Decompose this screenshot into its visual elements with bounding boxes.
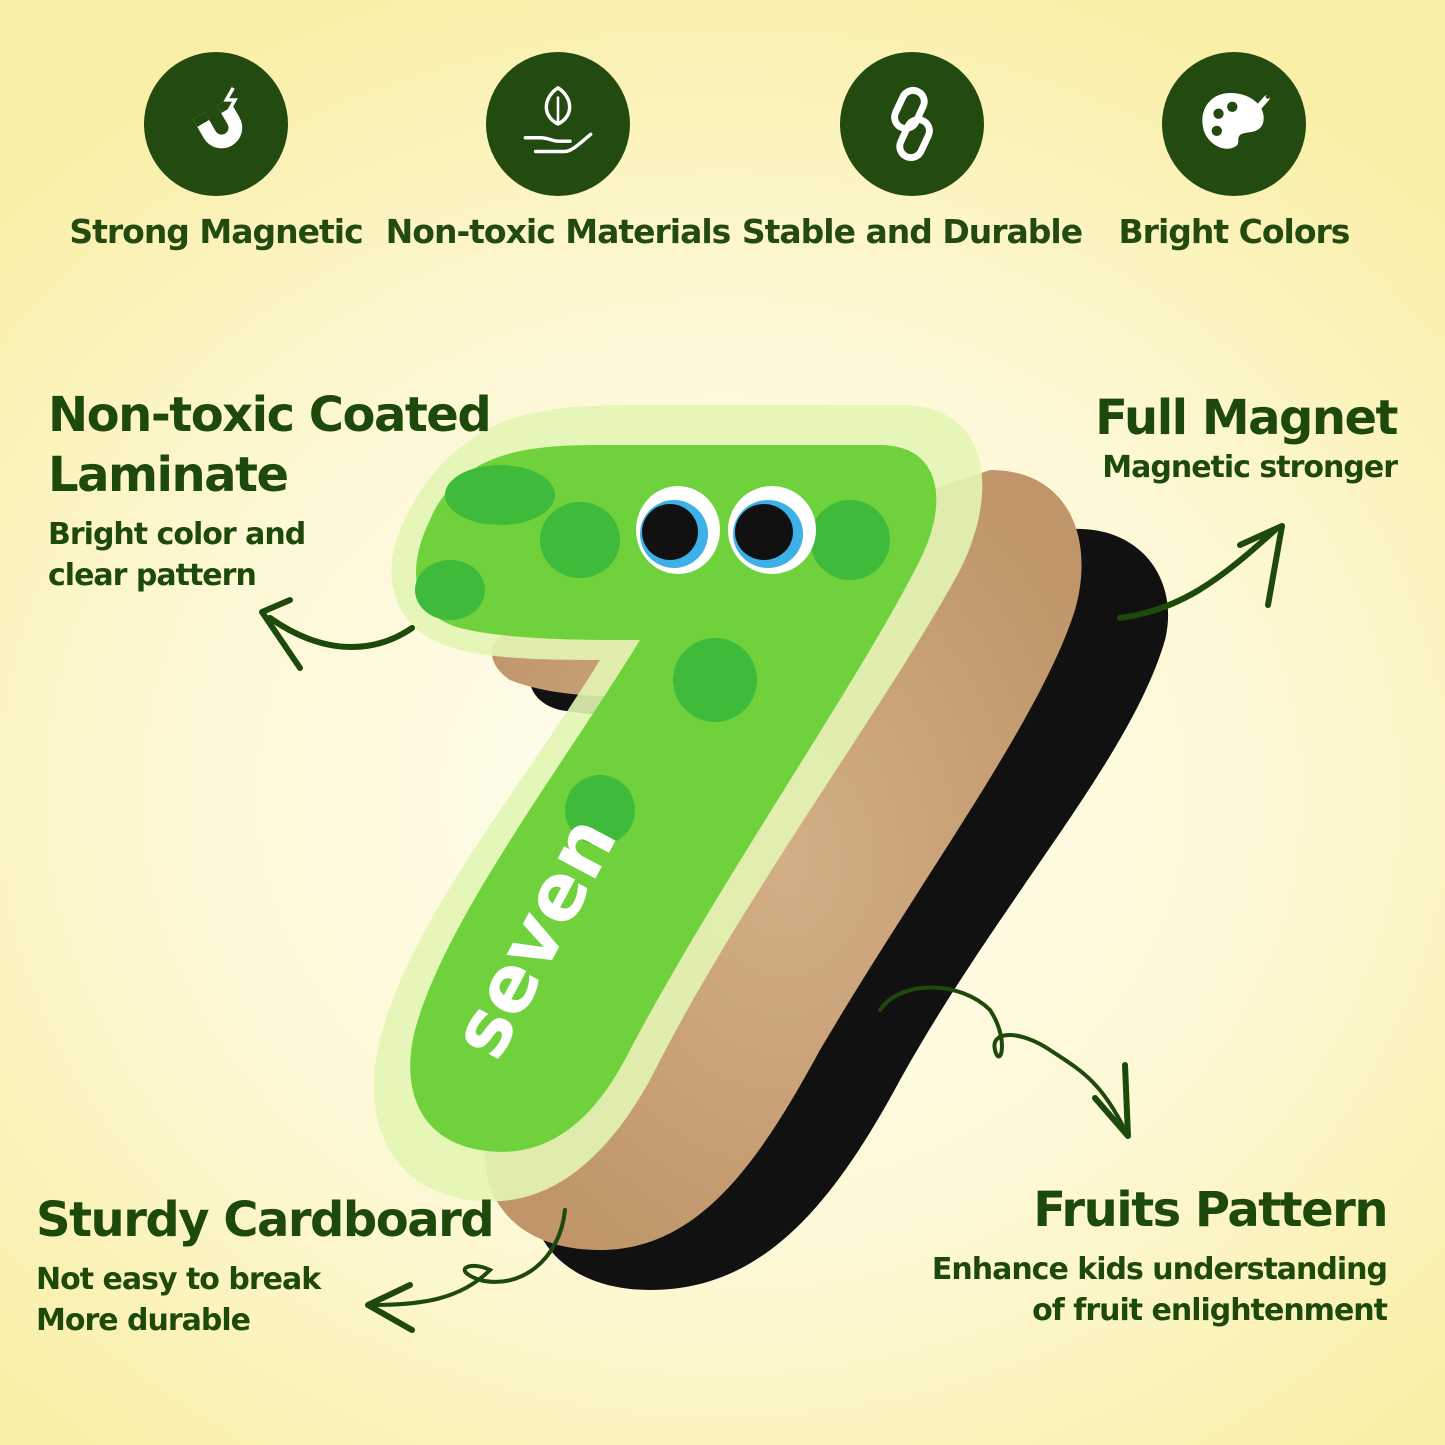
callout-title: Sturdy Cardboard [36,1192,495,1248]
pupil [735,504,793,560]
spot [415,560,485,620]
feature-strong-magnetic: Strong Magnetic [36,52,396,251]
spot [673,638,757,722]
feature-non-toxic: Non-toxic Materials [378,52,738,251]
arrow-laminate [267,615,415,650]
spot [810,500,890,580]
spot [540,502,620,578]
magnet-icon [192,87,243,149]
callout-magnet: Full Magnet Magnetic stronger [1095,388,1398,489]
feature-badge [1162,52,1306,196]
feature-badge [144,52,288,196]
spot [445,465,555,525]
callout-subtitle: More durable [36,1302,251,1338]
feature-bright-colors: Bright Colors [1054,52,1414,251]
arrow-cardboard [370,1208,567,1307]
palette-icon [1202,90,1274,149]
feature-stable-durable: Stable and Durable [732,52,1092,251]
callout-fruits: Fruits Pattern Enhance kids understandin… [931,1180,1389,1331]
seven-shape [410,445,937,1152]
feature-badge [486,52,630,196]
leaf-hand-icon [523,85,593,154]
spot [565,775,635,845]
feature-label: Bright Colors [1118,212,1351,251]
arrow-head [1237,523,1285,608]
callout-title: Non-toxic Coated [48,387,492,443]
arrow-head [259,597,303,671]
callout-laminate: Non-toxic Coated Laminate Bright color a… [48,385,492,596]
arrow-magnet [1117,527,1278,621]
feature-badge [840,52,984,196]
feature-label: Non-toxic Materials [385,212,732,251]
callout-subtitle: of fruit enlightenment [1032,1292,1388,1328]
feature-label: Strong Magnetic [69,212,363,251]
arrow-head [1092,1062,1131,1139]
callout-subtitle: Not easy to break [36,1262,321,1297]
feature-label: Stable and Durable [741,212,1083,251]
callout-title: Fruits Pattern [1033,1182,1388,1238]
chain-link-icon [891,86,933,162]
callout-subtitle: Enhance kids understanding [931,1252,1388,1287]
callout-title: Full Magnet [1095,390,1398,446]
callout-subtitle: Magnetic stronger [1102,450,1398,485]
callout-subtitle: Bright color and [48,517,306,552]
pupil [642,504,698,560]
callout-cardboard: Sturdy Cardboard Not easy to break More … [36,1190,495,1341]
callout-title: Laminate [48,447,289,503]
callout-subtitle: clear pattern [48,557,257,593]
arrow-head [365,1282,415,1333]
arrow-fruits [878,985,1127,1132]
